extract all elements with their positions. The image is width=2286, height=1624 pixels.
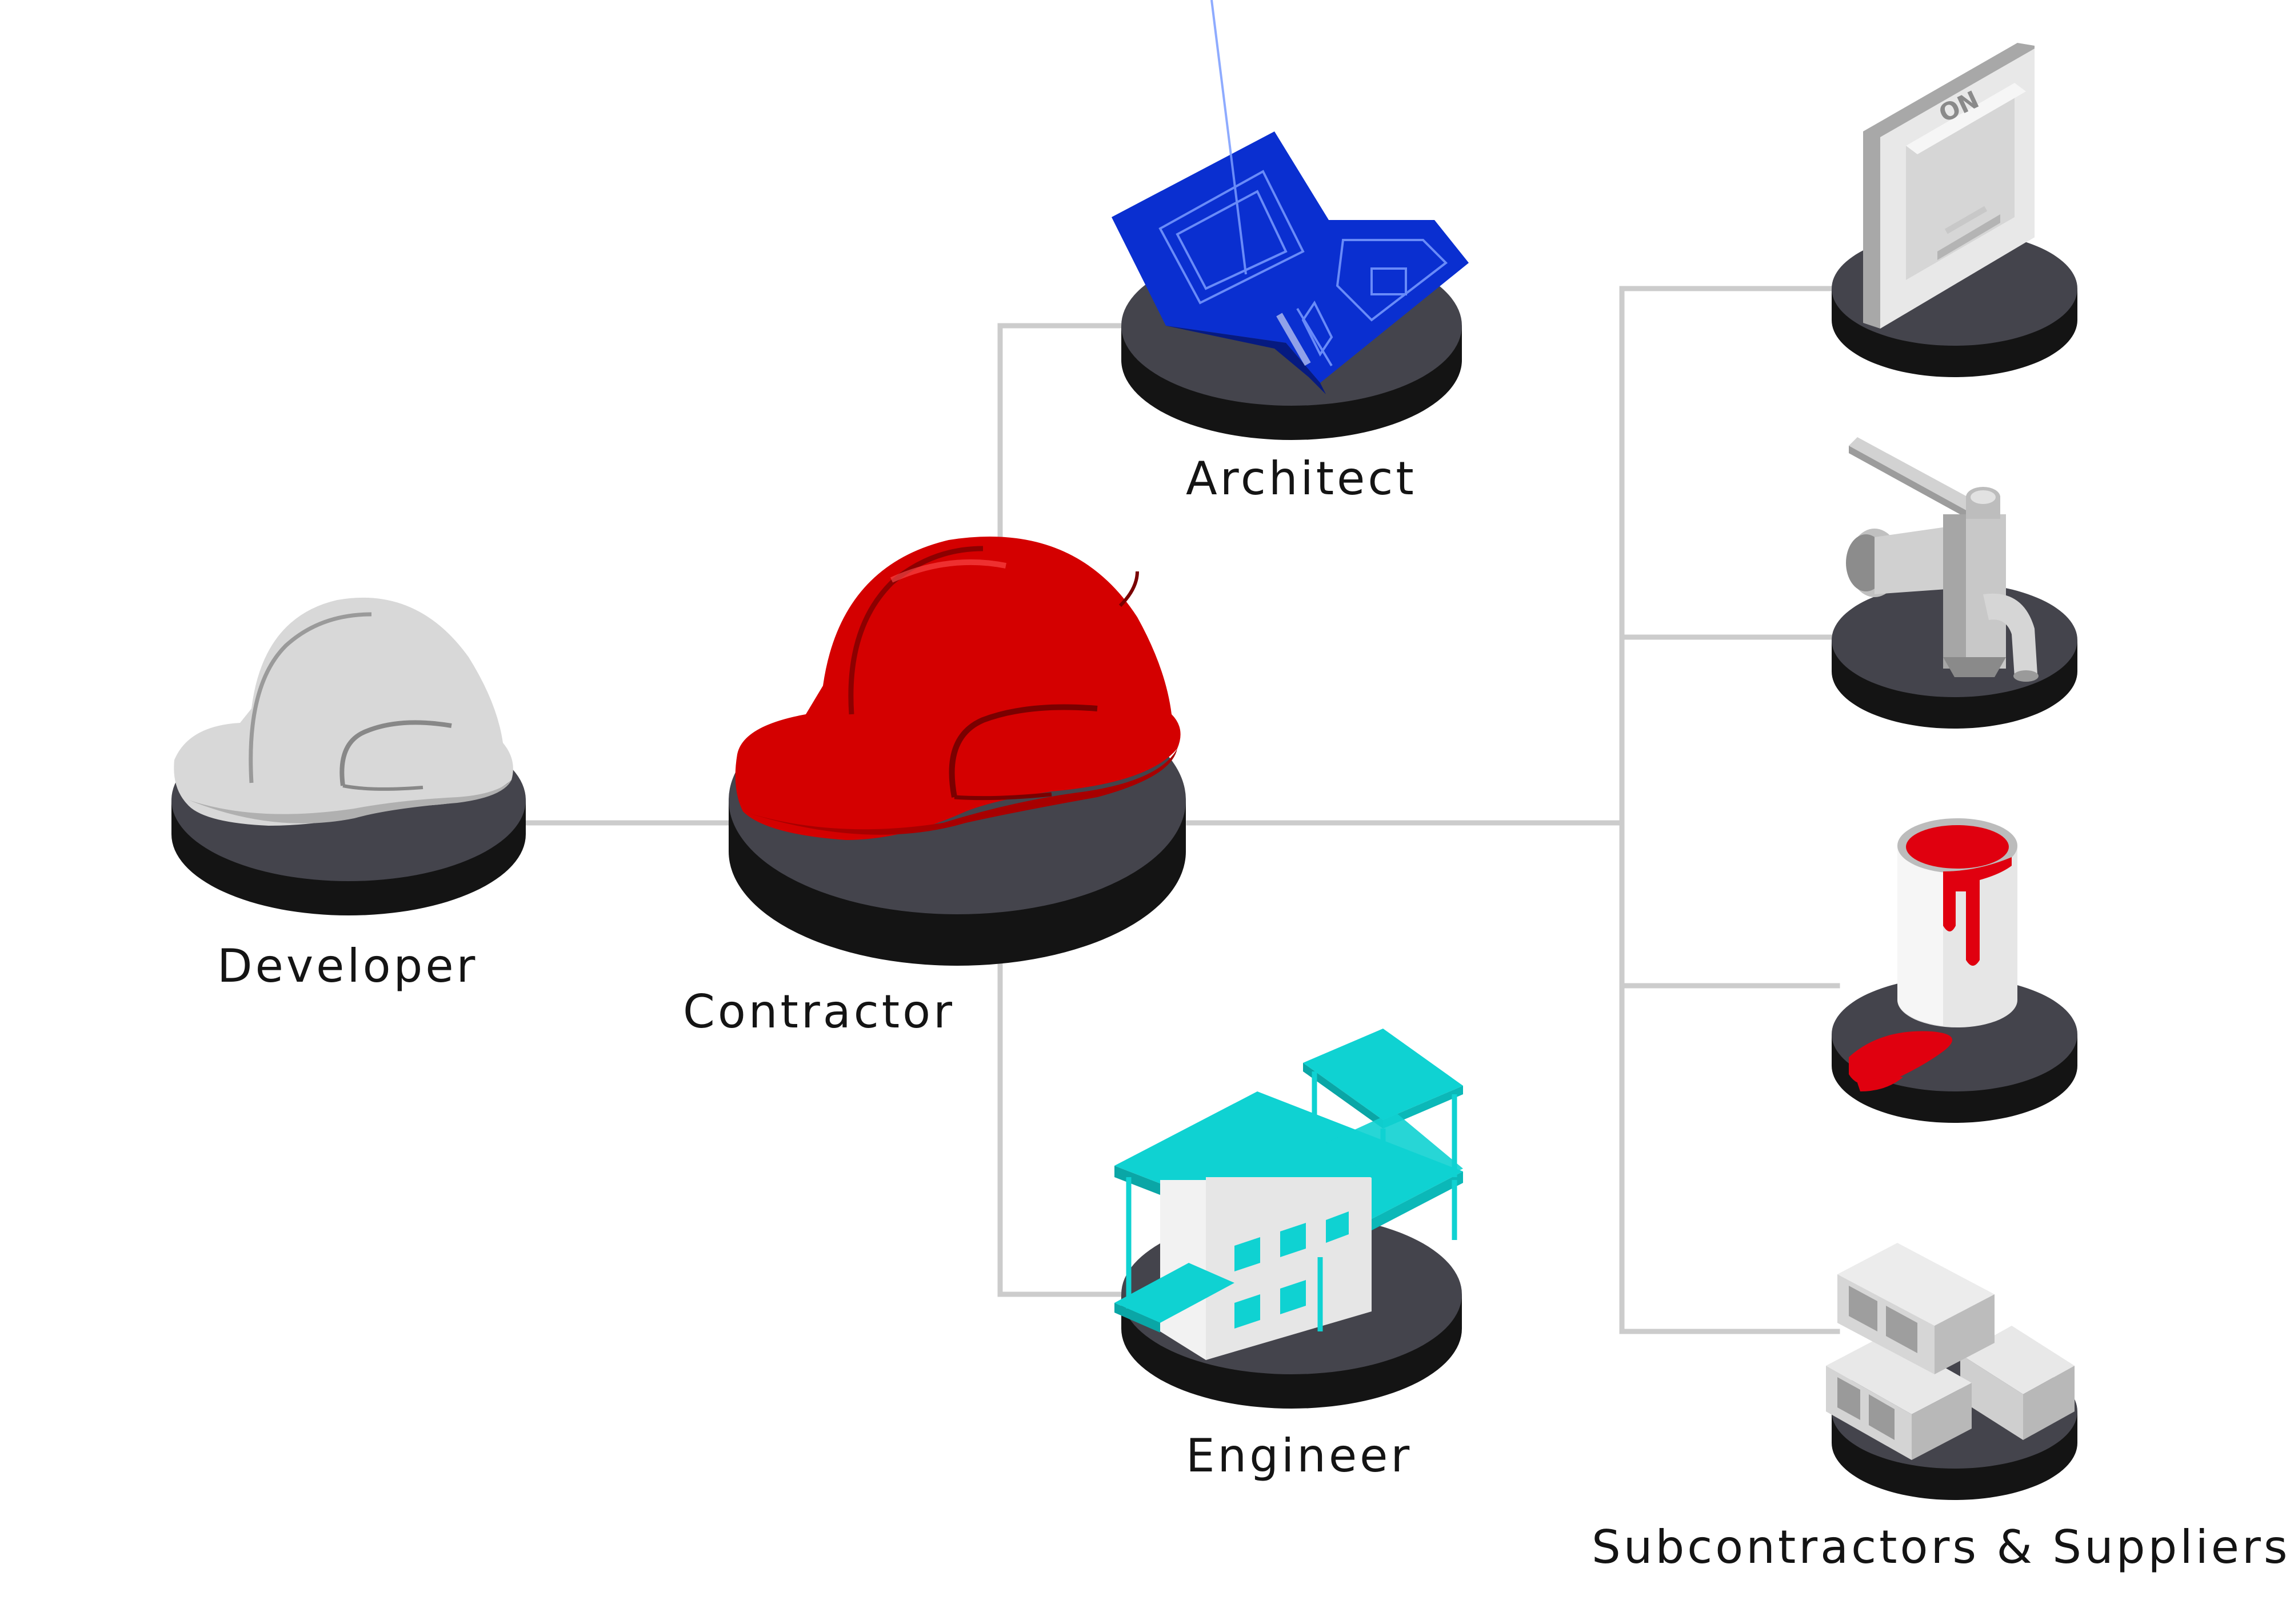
connectors — [511, 286, 1840, 1334]
engineer-node: Engineer — [1114, 1029, 1463, 1482]
architect-node: Architect — [1112, 0, 1469, 505]
developer-label: Developer — [217, 939, 478, 993]
bricks-node — [1826, 1243, 2077, 1500]
developer-node: Developer — [171, 597, 526, 993]
faucet-icon — [1846, 437, 2039, 682]
blueprint-icon — [1112, 0, 1469, 394]
switch-node: ON — [1832, 43, 2077, 377]
engineer-label: Engineer — [1186, 1429, 1412, 1482]
contractor-label: Contractor — [683, 985, 955, 1038]
bricks-icon — [1826, 1243, 2075, 1460]
subcontractors-label: Subcontractors & Suppliers — [1592, 1521, 2286, 1574]
faucet-node — [1832, 437, 2077, 729]
paint-can-icon — [1849, 818, 2017, 1091]
architect-label: Architect — [1186, 452, 1417, 505]
red-hard-hat-icon — [735, 537, 1181, 840]
white-hard-hat-icon — [174, 597, 513, 826]
paint-node — [1832, 818, 2077, 1123]
light-switch-icon: ON — [1863, 43, 2035, 329]
contractor-node: Contractor — [683, 537, 1186, 1038]
building-icon — [1114, 1029, 1463, 1360]
